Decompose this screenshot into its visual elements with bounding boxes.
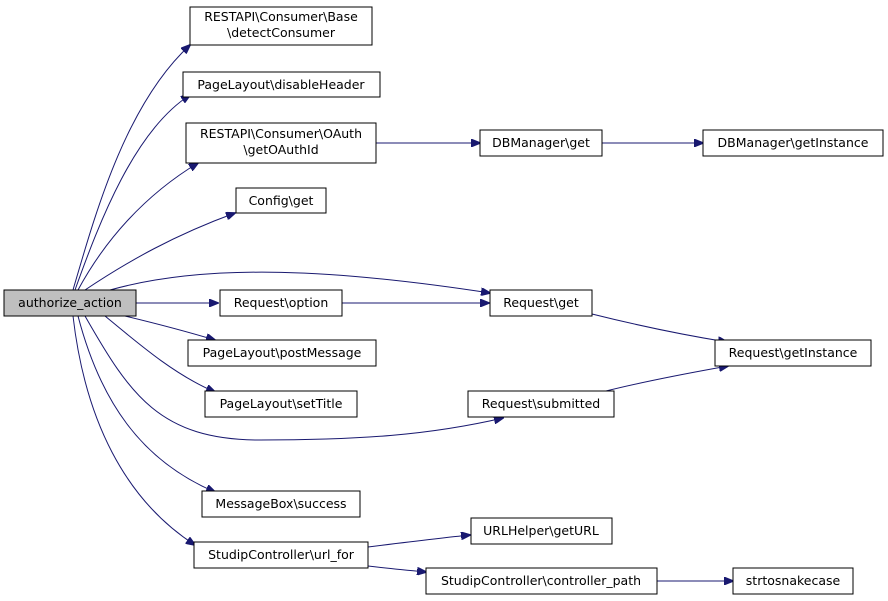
- node-set-title[interactable]: PageLayout\setTitle: [204, 390, 358, 418]
- edge-root-url-for: [72, 315, 195, 545]
- edge-root-config-get: [84, 213, 235, 291]
- edge-request-get-instance: [591, 313, 727, 342]
- node-request-get[interactable]: Request\get: [489, 289, 593, 317]
- node-disable-header[interactable]: PageLayout\disableHeader: [182, 71, 381, 98]
- edge-root-detect-consumer: [72, 45, 190, 291]
- edge-root-request-submitted: [84, 315, 503, 441]
- node-label: URLHelper\getURL: [483, 523, 599, 538]
- node-label: StudipController\controller_path: [441, 573, 641, 588]
- node-label: PageLayout\postMessage: [203, 345, 362, 360]
- edge-submitted-get-instance: [605, 366, 728, 392]
- node-label: Request\get: [503, 295, 579, 310]
- node-config-get[interactable]: Config\get: [235, 187, 327, 214]
- node-label: \detectConsumer: [227, 25, 336, 40]
- node-request-option[interactable]: Request\option: [219, 289, 343, 317]
- node-controller-path[interactable]: StudipController\controller_path: [425, 567, 658, 595]
- edge-root-post-message: [124, 315, 215, 340]
- nodes: authorize_action RESTAPI\Consumer\Base \…: [3, 6, 884, 595]
- node-url-helper-get-url[interactable]: URLHelper\getURL: [470, 517, 613, 545]
- edge-root-request-get: [109, 271, 490, 293]
- node-label: DBManager\get: [492, 135, 590, 150]
- node-request-submitted[interactable]: Request\submitted: [467, 390, 615, 418]
- node-detect-consumer[interactable]: RESTAPI\Consumer\Base \detectConsumer: [189, 6, 373, 46]
- node-authorize-action[interactable]: authorize_action: [3, 289, 137, 317]
- node-request-get-instance[interactable]: Request\getInstance: [714, 339, 872, 367]
- node-label: RESTAPI\Consumer\Base: [204, 9, 358, 24]
- edge-root-get-oauth-id: [77, 163, 198, 291]
- node-label: PageLayout\disableHeader: [197, 77, 365, 92]
- node-label: Request\getInstance: [729, 345, 858, 360]
- edge-url-for-get-url: [367, 535, 470, 548]
- node-dbmanager-get-instance[interactable]: DBManager\getInstance: [702, 129, 884, 157]
- node-label: strtosnakecase: [746, 573, 841, 588]
- edge-root-set-title: [104, 315, 215, 392]
- node-messagebox-success[interactable]: MessageBox\success: [201, 490, 361, 518]
- node-post-message[interactable]: PageLayout\postMessage: [187, 339, 377, 367]
- node-label: Request\submitted: [482, 396, 600, 411]
- node-label: StudipController\url_for: [208, 547, 355, 562]
- node-label: Config\get: [249, 193, 314, 208]
- node-dbmanager-get[interactable]: DBManager\get: [479, 129, 603, 157]
- node-strtosnakecase[interactable]: strtosnakecase: [732, 567, 854, 595]
- node-label: PageLayout\setTitle: [220, 396, 343, 411]
- node-label: authorize_action: [18, 295, 122, 310]
- node-get-oauth-id[interactable]: RESTAPI\Consumer\OAuth \getOAuthId: [185, 122, 377, 164]
- node-label: \getOAuthId: [243, 142, 318, 157]
- edge-root-disable-header: [74, 95, 190, 291]
- edges: [72, 45, 733, 581]
- node-label: RESTAPI\Consumer\OAuth: [200, 126, 362, 141]
- edge-root-messagebox-success: [77, 315, 215, 492]
- node-label: Request\option: [234, 295, 329, 310]
- node-url-for[interactable]: StudipController\url_for: [193, 541, 369, 569]
- node-label: DBManager\getInstance: [718, 135, 869, 150]
- edge-url-for-controller-path: [367, 565, 426, 572]
- node-label: MessageBox\success: [215, 496, 346, 511]
